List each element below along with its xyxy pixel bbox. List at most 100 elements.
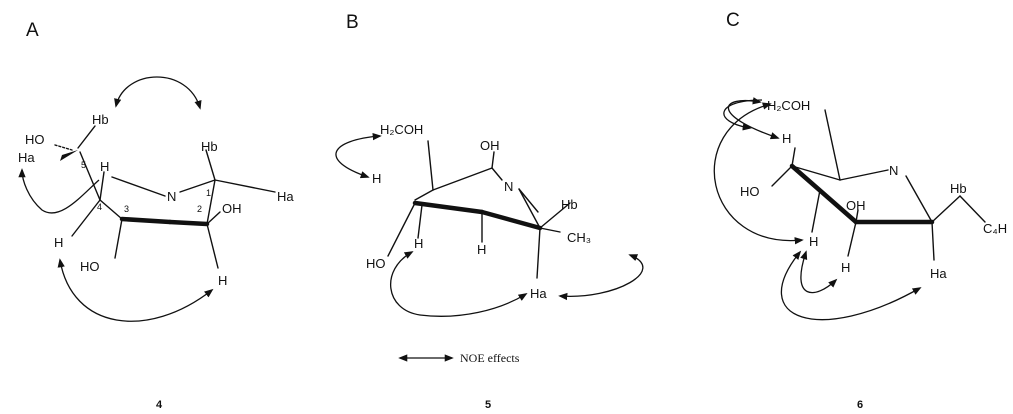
- compound-number-6: 6: [857, 399, 863, 411]
- atom-h-top-c: H: [782, 131, 791, 146]
- atom-ch3-b: CH₃: [567, 230, 591, 245]
- ring-number-3: 3: [124, 204, 129, 214]
- atom-ho-c: HO: [740, 184, 760, 199]
- hash-c5-ho: [54, 144, 73, 151]
- noe-arrow-h-ha: [18, 168, 100, 214]
- noe-arrow-h-ha-b: [389, 251, 528, 317]
- atom-h-mid-c: H: [809, 234, 818, 249]
- wedge-c5-ha: [60, 150, 78, 161]
- atom-h2coh-b: H₂COH: [380, 122, 423, 137]
- bond-c3-c2-front-a: [119, 216, 173, 225]
- atom-h-low-c: H: [841, 260, 850, 275]
- atom-ho-b: HO: [366, 256, 386, 271]
- atom-hb-right: Hb: [201, 139, 218, 154]
- atom-oh-b: OH: [480, 138, 500, 153]
- bond-c-h-mid: [811, 189, 821, 233]
- panel-b: B H₂COH OH N H Hb CH₃ HO H H Ha: [335, 12, 644, 411]
- atom-h-c4: H: [100, 159, 109, 174]
- noe-legend: NOE effects: [398, 351, 520, 365]
- bond-c1-c2: [206, 179, 216, 225]
- legend-noe-label: NOE effects: [460, 351, 520, 365]
- ring-number-1: 1: [206, 188, 211, 198]
- bond-c-c-n: [839, 169, 889, 181]
- ring-number-2: 2: [197, 204, 202, 214]
- bond-c5-hb: [77, 125, 96, 149]
- bond-c-c-hb: [931, 195, 961, 223]
- bond-c1-ha: [214, 179, 276, 193]
- noe-arrow-ha-ch3: [558, 254, 644, 301]
- bond-c2-oh: [206, 211, 221, 225]
- panel-a-label: A: [26, 20, 39, 41]
- noe-arrow-hb-hb: [114, 76, 202, 110]
- bond-b-c-ch3: [539, 227, 561, 233]
- bond-c-ho: [771, 165, 793, 187]
- noe-arrow-hmid-ha-c: [780, 250, 922, 321]
- atom-h2coh-c: H₂COH: [767, 98, 810, 113]
- bond-c-c-ha: [931, 221, 935, 261]
- bond-b-n-c: [518, 188, 541, 229]
- bond-b-front-b: [479, 209, 543, 231]
- bond-b-c-hb: [539, 202, 571, 229]
- bond-c-h-low: [847, 221, 857, 257]
- noe-arrow-h2coh-hmid-c: [713, 102, 804, 245]
- atom-h-left-a: H: [54, 235, 63, 250]
- panel-c: C H₂COH H N HO OH Hb C₄H H H Ha: [713, 10, 1007, 411]
- panel-c-label: C: [726, 10, 740, 31]
- bond-n-c1: [179, 179, 216, 193]
- bond-b-front-a: [412, 200, 485, 215]
- compound-number-4: 4: [156, 399, 163, 411]
- bond-b-c-h2coh: [427, 140, 434, 191]
- bond-c4-c3: [99, 199, 123, 220]
- bond-c5-c4: [79, 151, 101, 201]
- atom-hb-c: Hb: [950, 181, 967, 196]
- atom-ha-left: Ha: [18, 150, 35, 165]
- bond-b-c-ha: [536, 227, 541, 279]
- bond-c4-h: [99, 171, 105, 201]
- bond-b-top-ring: [432, 167, 493, 191]
- atom-ha-c: Ha: [930, 266, 947, 281]
- noe-arrow-h2coh-h: [335, 132, 382, 179]
- atom-h-left-b: H: [372, 171, 381, 186]
- bond-b-c-h: [414, 189, 434, 201]
- bond-b-ho: [387, 202, 416, 257]
- atom-ho-bottom-a: HO: [80, 259, 100, 274]
- bond-b-c-n: [491, 167, 503, 181]
- bond-b-h-mid1: [417, 204, 423, 239]
- bond-b-oh: [491, 151, 495, 169]
- bond-c-oh: [855, 209, 859, 223]
- bond-b-n-hb: [518, 188, 539, 213]
- atom-n-a: N: [167, 189, 176, 204]
- ring-number-5: 5: [81, 160, 86, 170]
- atom-oh-a: OH: [222, 201, 242, 216]
- bond-c-h-top: [791, 147, 796, 167]
- bond-c-h2coh: [824, 109, 841, 181]
- atom-h-mid2-b: H: [477, 242, 486, 257]
- panel-b-bonds: [387, 140, 571, 279]
- bond-c-front-a: [789, 163, 859, 225]
- atom-hb-left: Hb: [92, 112, 109, 127]
- noe-arrow-hmid-hlow-c: [800, 250, 838, 294]
- noe-arrow-h-h-a: [57, 258, 214, 322]
- compound-number-5: 5: [485, 399, 491, 411]
- panel-b-label: B: [346, 12, 359, 33]
- bond-c2-h: [206, 223, 219, 269]
- ring-number-4: 4: [97, 202, 102, 212]
- bond-c3-c2-front-b: [167, 219, 210, 227]
- atom-hb-b: Hb: [561, 197, 578, 212]
- atom-n-c: N: [889, 163, 898, 178]
- atom-c4h-c: C₄H: [983, 221, 1007, 236]
- bond-c-n-upper: [111, 176, 166, 197]
- atom-ha-b: Ha: [530, 286, 547, 301]
- bond-c4-h-left: [71, 199, 101, 237]
- bond-c3-ho: [114, 218, 123, 259]
- atom-h-bottom-a: H: [218, 273, 227, 288]
- noe-arrow-h2coh-h-c-2: [727, 97, 780, 140]
- panel-a: A Hb HO Ha H N Hb Ha OH: [18, 20, 294, 411]
- panel-a-bonds: [54, 125, 276, 269]
- bond-c1-hb: [205, 149, 216, 181]
- bond-c-n-c: [905, 175, 933, 223]
- atom-ha-right: Ha: [277, 189, 294, 204]
- atom-oh-c: OH: [846, 198, 866, 213]
